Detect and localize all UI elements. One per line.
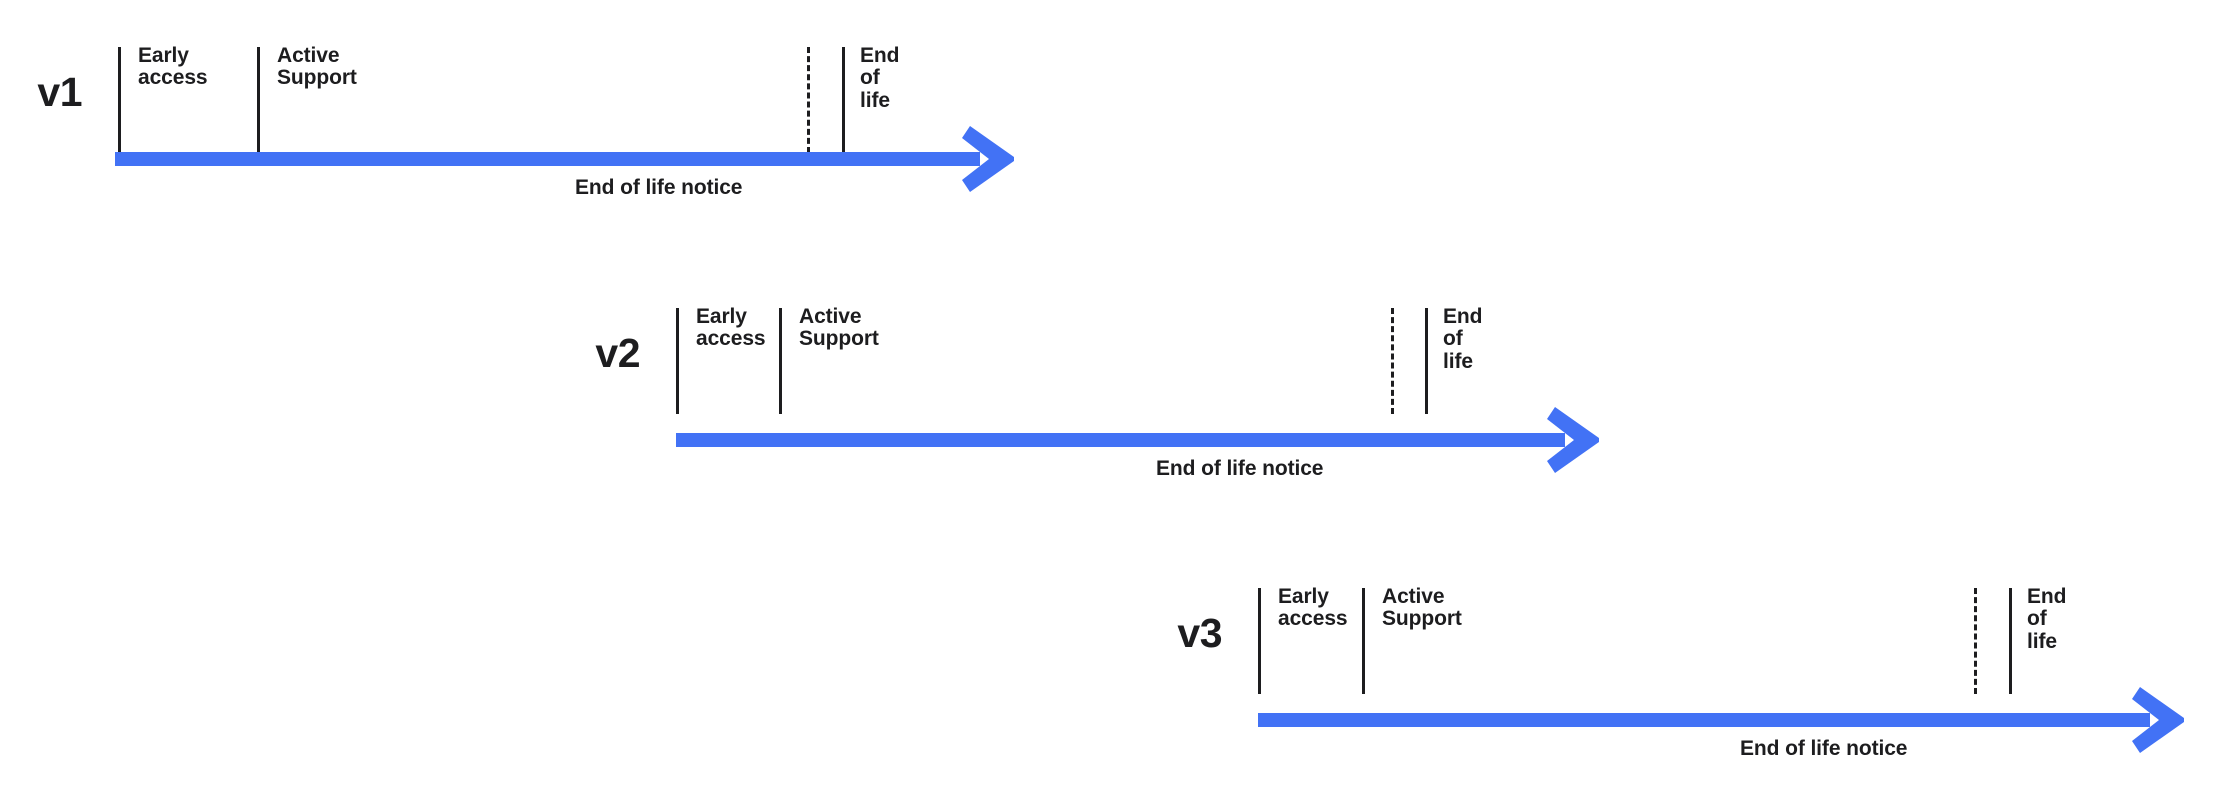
arrow-head-icon-v1 [962,126,1014,192]
phase-label-active-support-v1: Active Support [277,44,357,90]
phase-divider-active-support-v1 [257,47,260,153]
bar-caption-eol-notice-v2: End of life notice [1156,457,1324,480]
version-label-v2: v2 [595,330,640,376]
phase-label-end-of-life-v3: End of life [2027,585,2067,653]
phase-label-early-access-v2: Early access [696,305,766,351]
bar-caption-eol-notice-v3: End of life notice [1740,737,1908,760]
phase-label-end-of-life-v1: End of life [860,44,900,112]
phase-divider-active-support-v2 [779,308,782,414]
phase-label-early-access-v1: Early access [138,44,208,90]
bar-caption-eol-notice-v1: End of life notice [575,176,743,199]
timeline-bar-v1 [115,152,980,166]
arrow-head-icon-v2 [1547,407,1599,473]
phase-divider-start-v2 [676,308,679,414]
eol-notice-marker-v1 [807,47,810,153]
phase-divider-start-v3 [1258,588,1261,694]
phase-divider-end-of-life-v1 [842,47,845,153]
timeline-bar-v2 [676,433,1565,447]
version-label-v3: v3 [1177,610,1222,656]
phase-label-end-of-life-v2: End of life [1443,305,1483,373]
eol-notice-marker-v3 [1974,588,1977,694]
phase-divider-end-of-life-v2 [1425,308,1428,414]
phase-label-active-support-v3: Active Support [1382,585,1462,631]
phase-label-active-support-v2: Active Support [799,305,879,351]
version-label-v1: v1 [37,69,82,115]
phase-divider-end-of-life-v3 [2009,588,2012,694]
arrow-head-icon-v3 [2132,687,2184,753]
phase-divider-active-support-v3 [1362,588,1365,694]
timeline-bar-v3 [1258,713,2150,727]
phase-divider-start-v1 [118,47,121,153]
eol-notice-marker-v2 [1391,308,1394,414]
phase-label-early-access-v3: Early access [1278,585,1348,631]
